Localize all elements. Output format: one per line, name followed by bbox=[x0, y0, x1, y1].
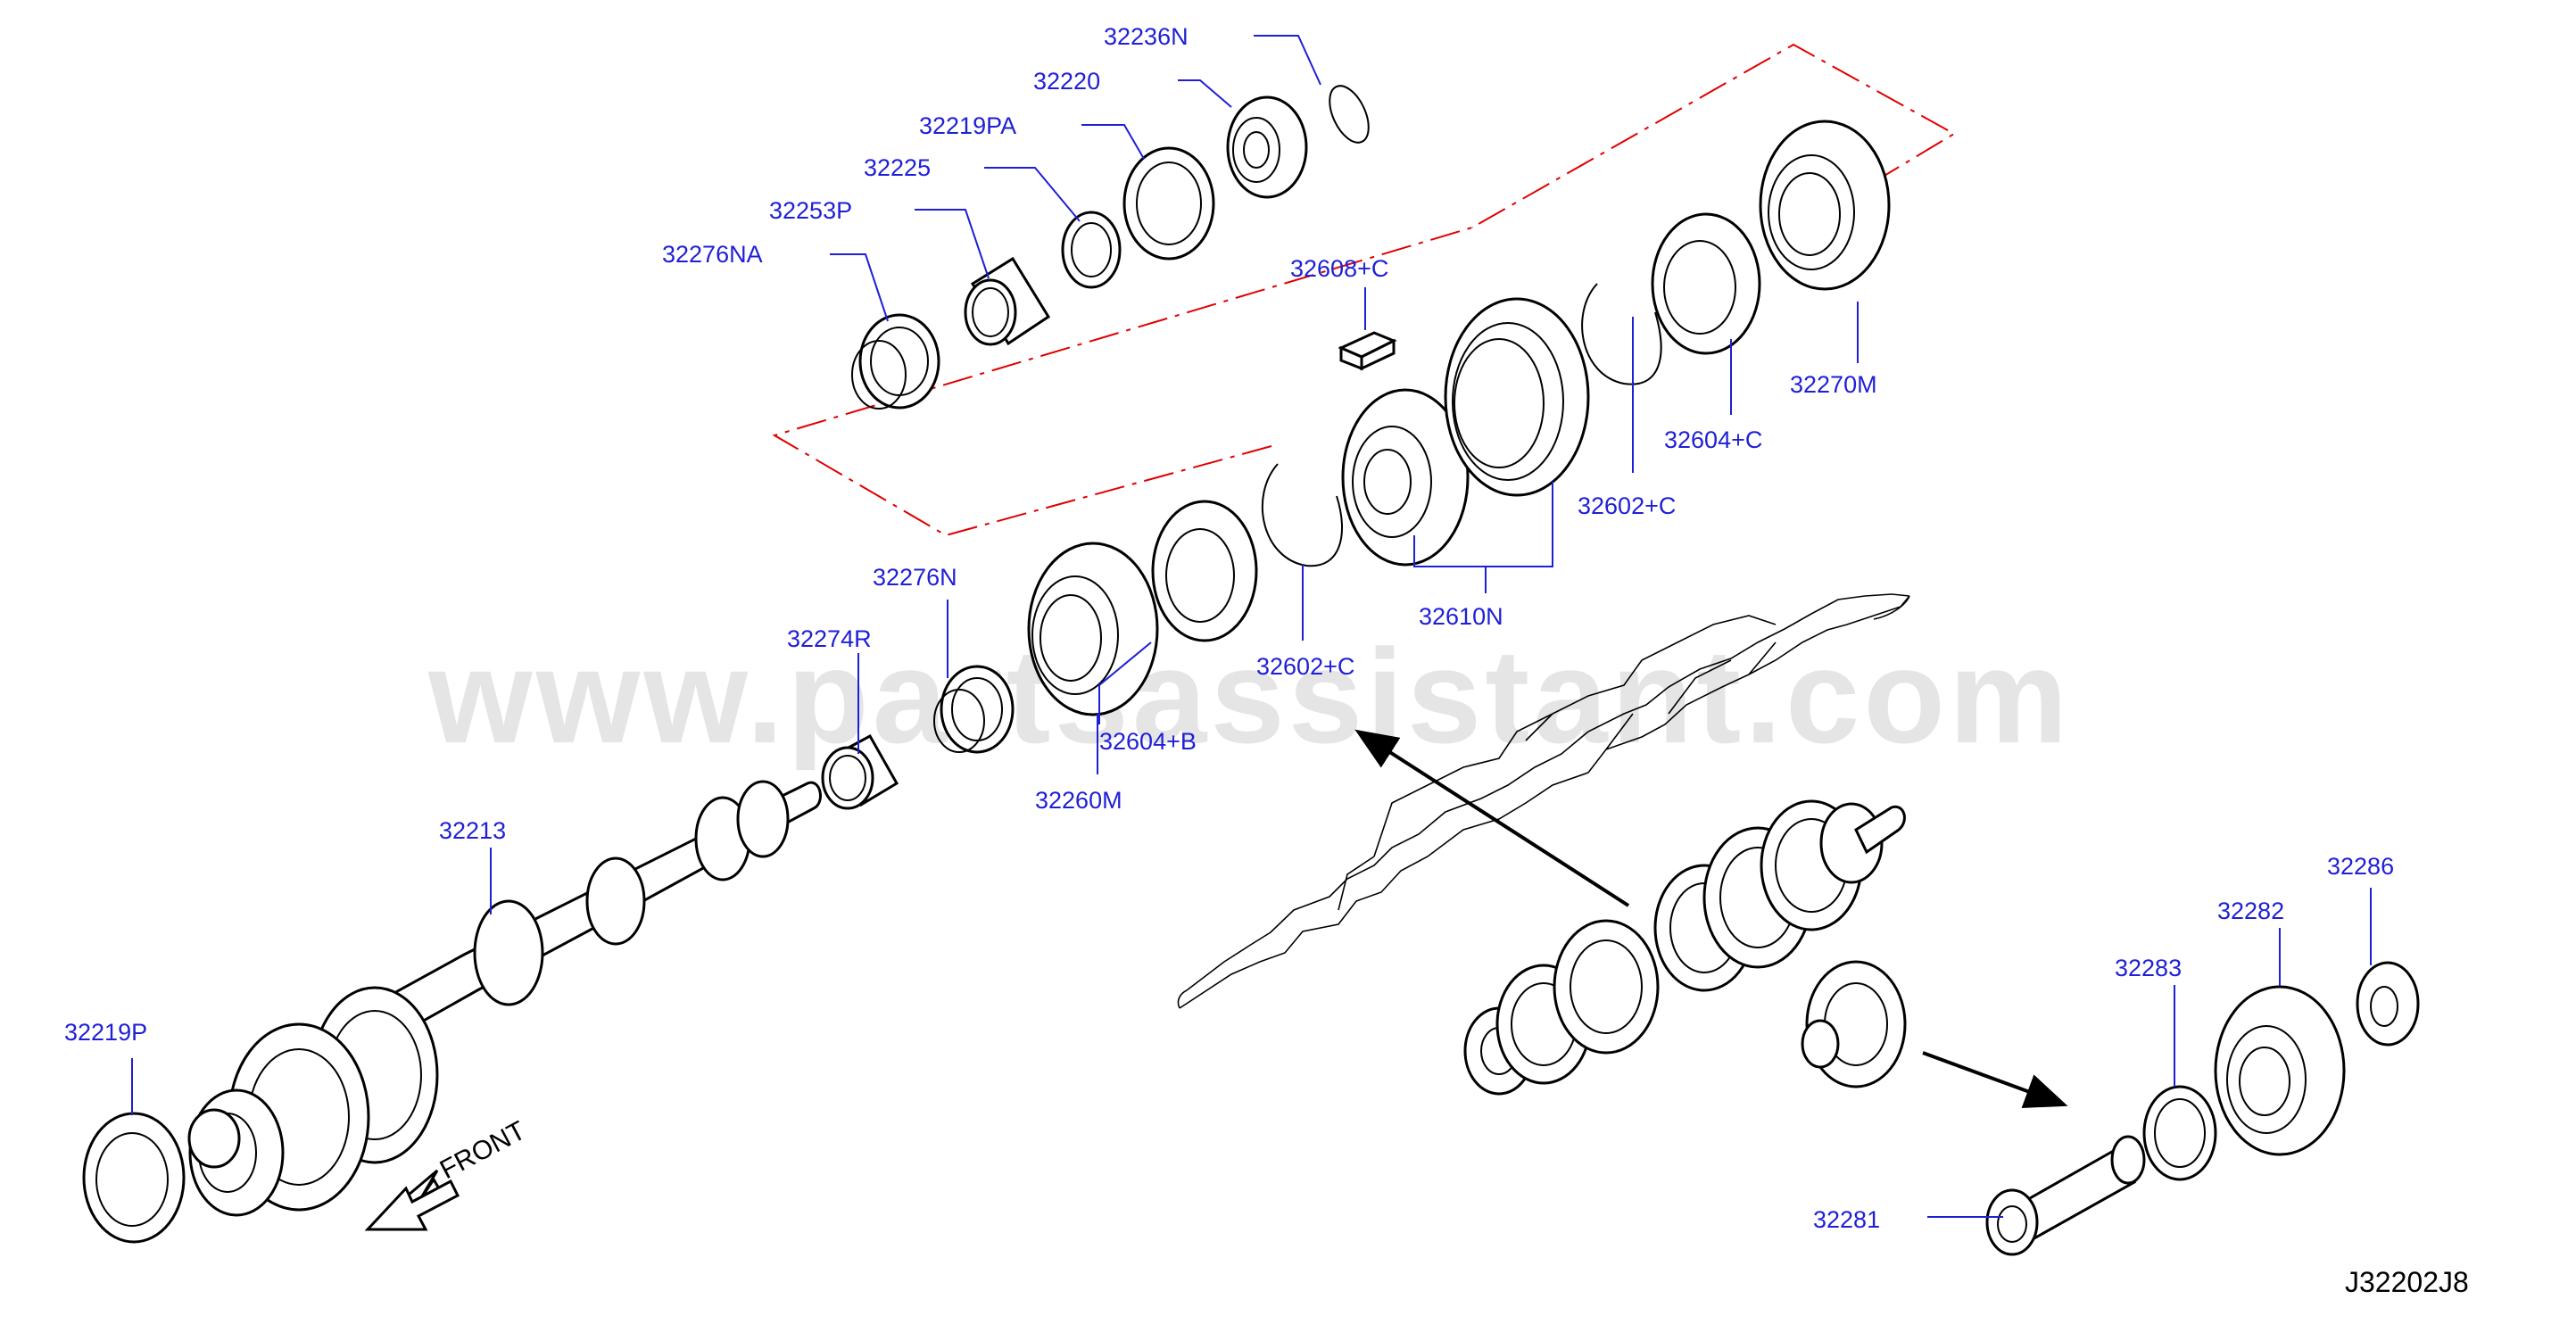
sync-ring-32604b bbox=[1151, 500, 1258, 642]
gear-32270m bbox=[1759, 120, 1891, 291]
front-label: FRONT bbox=[435, 1116, 531, 1186]
sync-ring-32604c bbox=[1651, 212, 1761, 355]
callout-32274r: 32274R bbox=[787, 625, 872, 652]
snap-ring-32602c-upper bbox=[1581, 283, 1662, 385]
callout-32604c: 32604+C bbox=[1664, 426, 1762, 453]
ring-32225 bbox=[1061, 211, 1122, 289]
sync-sleeve-32610n bbox=[1444, 297, 1590, 497]
callout-32219p: 32219P bbox=[64, 1019, 147, 1046]
diagram-code: J32202J8 bbox=[2345, 1266, 2469, 1298]
snap-ring-32602c-lower bbox=[1261, 463, 1343, 567]
callout-32260m: 32260M bbox=[1035, 787, 1122, 814]
callout-32270m: 32270M bbox=[1790, 371, 1877, 398]
callout-32276na: 32276NA bbox=[662, 241, 763, 268]
sync-hub-32610n bbox=[1341, 388, 1470, 567]
callout-32282: 32282 bbox=[2217, 898, 2284, 924]
watermark-text: www.partsassistant.com bbox=[427, 621, 2071, 771]
callout-32608c: 32608+C bbox=[1290, 255, 1388, 282]
leader-lines bbox=[131, 35, 2372, 1218]
callout-labels: 32236N 32220 32219PA 32225 32253P 32276N… bbox=[64, 23, 2394, 1233]
callout-32602c-upper: 32602+C bbox=[1578, 492, 1676, 519]
callout-32286: 32286 bbox=[2327, 853, 2394, 880]
idler-shaft-32281 bbox=[1985, 1135, 2146, 1256]
needle-bearing-32283 bbox=[2142, 1085, 2217, 1181]
callout-32276n: 32276N bbox=[873, 564, 957, 591]
needle-bearing-32276n bbox=[933, 665, 1015, 754]
callout-32602c-lower: 32602+C bbox=[1256, 653, 1354, 680]
callout-32225: 32225 bbox=[864, 154, 931, 181]
gear-32260m bbox=[1027, 542, 1159, 716]
needle-bearing-32276na bbox=[851, 313, 940, 410]
callout-32213: 32213 bbox=[439, 817, 506, 844]
callout-32604b: 32604+B bbox=[1099, 728, 1197, 755]
assembled-gear-cluster bbox=[1463, 799, 1907, 1096]
gear-32220 bbox=[1226, 95, 1308, 199]
assembly-arrow-upper bbox=[1354, 729, 1630, 907]
key-32608c bbox=[1338, 331, 1397, 371]
bearing-32219p bbox=[82, 1112, 186, 1244]
assembly-arrow-lower bbox=[1922, 1051, 2068, 1108]
bushing-32253p bbox=[964, 256, 1051, 346]
idler-gear-32282 bbox=[2214, 985, 2346, 1156]
callout-32253p: 32253P bbox=[769, 197, 852, 224]
bearing-32219pa bbox=[1122, 146, 1215, 261]
callout-32236n: 32236N bbox=[1104, 23, 1189, 50]
snap-ring-32236n bbox=[1329, 85, 1370, 144]
washer-32286 bbox=[2356, 961, 2420, 1047]
mainshaft-32213 bbox=[187, 780, 822, 1217]
callout-32281: 32281 bbox=[1813, 1206, 1880, 1233]
callout-32219pa: 32219PA bbox=[919, 112, 1016, 139]
callout-32610n: 32610N bbox=[1419, 603, 1503, 630]
callout-32283: 32283 bbox=[2115, 955, 2182, 981]
callout-32220: 32220 bbox=[1033, 68, 1100, 95]
